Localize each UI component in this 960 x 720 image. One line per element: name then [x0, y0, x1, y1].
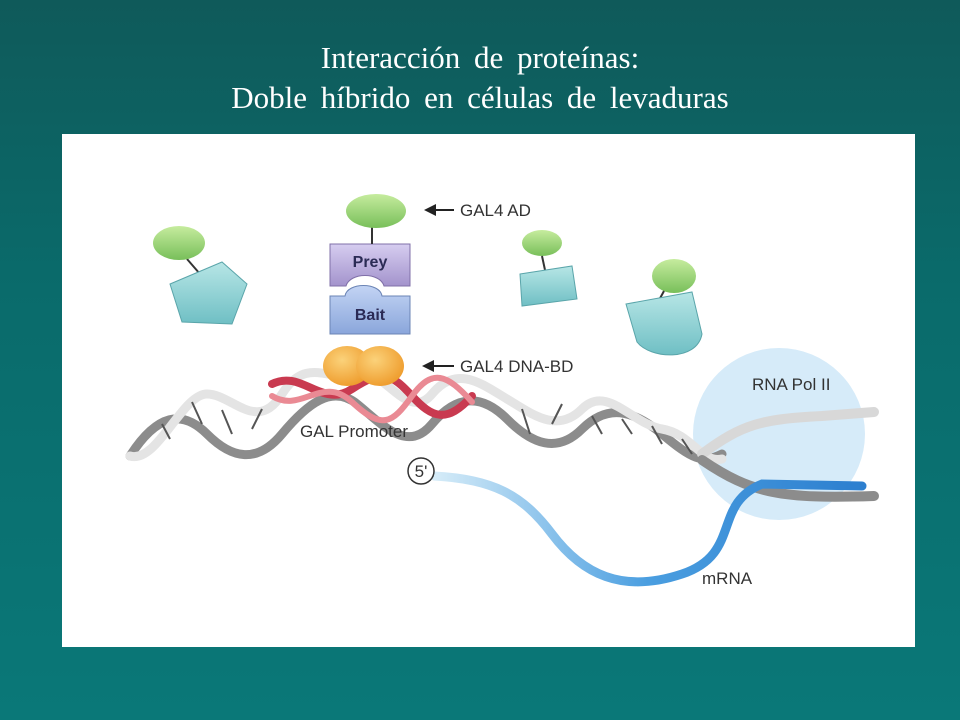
prey-protein: Prey [329, 243, 411, 287]
gal4-dna-bd [323, 346, 404, 386]
dna-lower-strand-unwound [697, 455, 879, 502]
mrna-strand [429, 471, 867, 587]
free-prey-protein-1 [153, 226, 248, 325]
gal4-ad-domain [346, 194, 406, 228]
gal-promoter-label: GAL Promoter [300, 422, 408, 441]
yeast-two-hybrid-diagram: 5' Bait Prey [125, 194, 879, 588]
prey-label: Prey [353, 254, 388, 271]
diagram-panel: 5' Bait Prey [62, 134, 915, 647]
gal4-dna-bd-label: GAL4 DNA-BD [460, 357, 573, 376]
dna-front-strand [125, 368, 727, 464]
title-line-2: Doble híbrido en células de levaduras [231, 80, 729, 115]
dna-base-pairs [161, 401, 693, 455]
five-prime-label: 5' [415, 462, 428, 481]
dna-upper-strand-unwound [697, 407, 879, 459]
gal4-ad-callout: GAL4 AD [424, 201, 531, 220]
bait-protein: Bait [329, 285, 411, 335]
gal4-dna-bd-callout: GAL4 DNA-BD [422, 357, 573, 376]
rna-pol-ii-label: RNA Pol II [752, 375, 830, 394]
free-prey-protein-3 [625, 259, 703, 356]
free-prey-protein-2 [519, 230, 578, 307]
five-prime-marker [407, 457, 435, 485]
bait-label: Bait [355, 307, 386, 324]
title-line-1: Interacción de proteínas: [320, 40, 640, 75]
gal-promoter-strand-b [269, 374, 475, 424]
gal4-ad-label: GAL4 AD [460, 201, 531, 220]
mrna-label: mRNA [702, 569, 753, 588]
slide-title: Interacción de proteínas: Doble híbrido … [0, 38, 960, 118]
